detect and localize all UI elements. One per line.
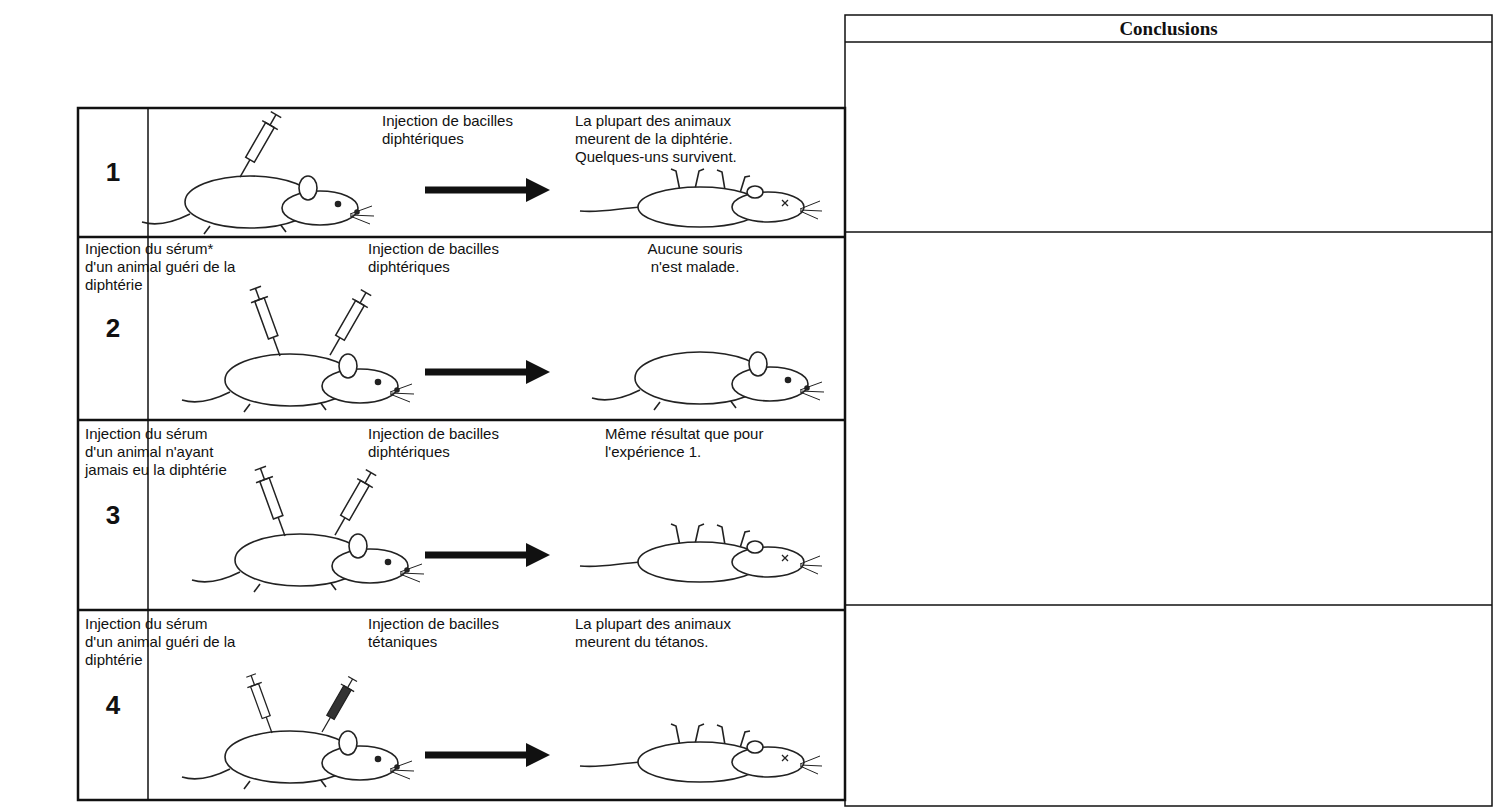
step-text: Injection de bacilles diphtériques — [368, 240, 533, 276]
step-text: Injection du sérum d'un animal n'ayant j… — [85, 425, 230, 479]
step-text: Injection du sérum d'un animal guéri de … — [85, 615, 237, 669]
step-text: Injection de bacilles tétaniques — [368, 615, 533, 651]
row-number: 1 — [78, 157, 148, 187]
result-text: La plupart des animaux meurent du tétano… — [575, 615, 765, 651]
row-number: 3 — [78, 500, 148, 530]
result-text: Aucune souris n'est malade. — [630, 240, 760, 276]
result-text: Même résultat que pour l'expérience 1. — [605, 425, 765, 461]
column-header: Conclusions — [845, 16, 1492, 42]
step-text: Injection de bacilles diphtériques — [382, 112, 547, 148]
result-text: La plupart des animaux meurent de la dip… — [575, 112, 765, 166]
step-text: Injection de bacilles diphtériques — [368, 425, 533, 461]
step-text: Injection du sérum* d'un animal guéri de… — [85, 240, 237, 294]
row-number: 4 — [78, 690, 148, 720]
row-number: 2 — [78, 313, 148, 343]
